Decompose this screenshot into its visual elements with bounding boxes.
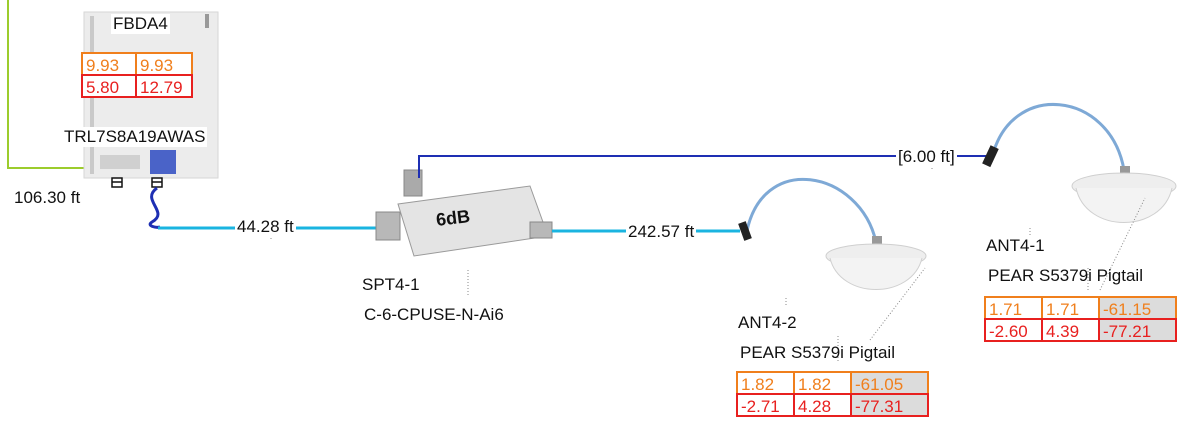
- ant1-cell: -2.60: [984, 318, 1043, 342]
- ant2-cell: -61.05: [850, 371, 929, 395]
- das-level-table: 9.93 9.93 5.80 12.79: [81, 52, 193, 98]
- das-port-icons: [111, 177, 163, 188]
- das-cell: 12.79: [135, 74, 193, 98]
- ant1-level-table: 1.71 1.71 -61.15 -2.60 4.39 -77.21: [984, 296, 1177, 342]
- cable-splitter-to-ant1[interactable]: [418, 155, 990, 178]
- das-name: FBDA4: [111, 14, 170, 34]
- ant2-cell: -2.71: [736, 393, 795, 417]
- das-cell: 9.93: [135, 52, 193, 76]
- ant1-name: ANT4-1: [986, 236, 1045, 255]
- ant1-image[interactable]: [982, 102, 1177, 223]
- ant2-model: PEAR S5379i Pigtail: [740, 343, 895, 362]
- ant2-cell: -77.31: [850, 393, 929, 417]
- feed-cable[interactable]: [7, 0, 100, 169]
- ant2-cell: 1.82: [736, 371, 795, 395]
- ant1-cell: -61.15: [1098, 296, 1177, 320]
- das-to-splitter-length-label: 44.28 ft: [235, 217, 296, 237]
- splitter-to-ant1-length-label: [6.00 ft]: [896, 147, 957, 167]
- ant1-cell: 4.39: [1041, 318, 1100, 342]
- ant2-name: ANT4-2: [738, 313, 797, 332]
- ant2-level-table: 1.82 1.82 -61.05 -2.71 4.28 -77.31: [736, 371, 929, 417]
- ant1-cell: 1.71: [1041, 296, 1100, 320]
- das-jumper: [148, 186, 161, 229]
- ant2-image[interactable]: [738, 177, 927, 290]
- ant2-cell: 4.28: [793, 393, 852, 417]
- ant1-cell: 1.71: [984, 296, 1043, 320]
- splitter-to-ant2-length-label: 242.57 ft: [626, 222, 697, 242]
- splitter-name: SPT4-1: [362, 275, 420, 294]
- splitter-model: C-6-CPUSE-N-Ai6: [364, 305, 504, 324]
- splitter-image[interactable]: [375, 169, 553, 257]
- ant1-model: PEAR S5379i Pigtail: [988, 266, 1143, 285]
- das-cell: 9.93: [81, 52, 137, 76]
- splitter-face-text: 6dB: [434, 206, 472, 230]
- das-cell: 5.80: [81, 74, 137, 98]
- das-model: TRL7S8A19AWAS: [62, 127, 208, 147]
- ant1-cell: -77.21: [1098, 318, 1177, 342]
- feed-length-label: 106.30 ft: [12, 188, 83, 208]
- ant2-cell: 1.82: [793, 371, 852, 395]
